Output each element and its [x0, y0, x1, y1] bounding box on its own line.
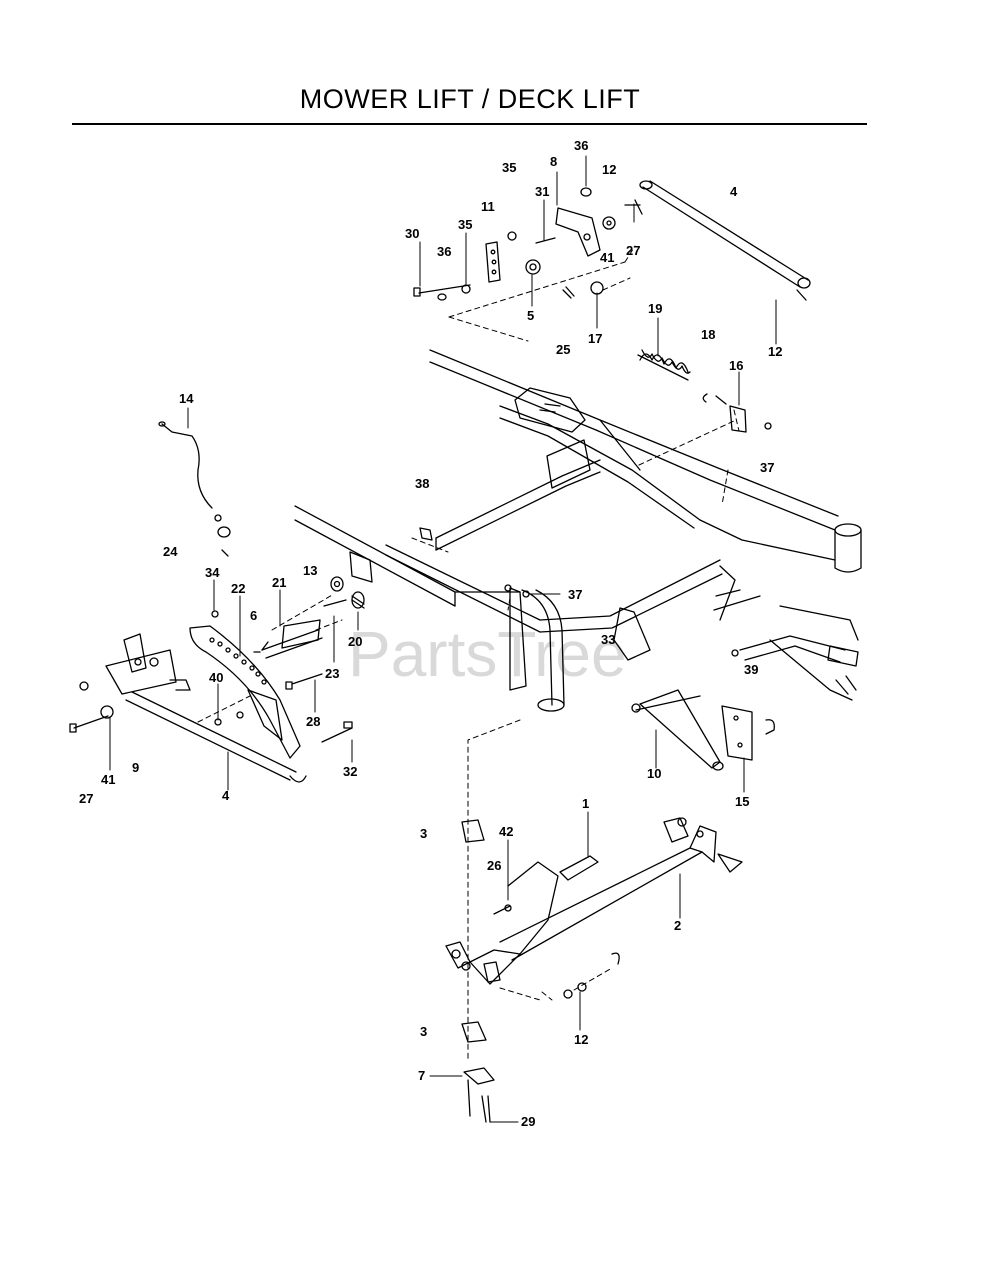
- callout-41-left: 41: [101, 772, 115, 787]
- callout-18: 18: [701, 327, 715, 342]
- watermark: PartsTree: [348, 618, 627, 690]
- callout-25: 25: [556, 342, 570, 357]
- callout-27-left: 27: [79, 791, 93, 806]
- callout-35-top: 35: [502, 160, 516, 175]
- lift-cable: [158, 421, 231, 557]
- callout-38: 38: [415, 476, 429, 491]
- callout-15: 15: [735, 794, 749, 809]
- callout-36-mid: 36: [437, 244, 451, 259]
- callout-3-upper: 3: [420, 826, 427, 841]
- diagram-title: MOWER LIFT / DECK LIFT: [299, 84, 641, 114]
- right-lift-arm: [731, 605, 859, 701]
- callout-11: 11: [481, 199, 495, 214]
- lower-lift-assembly: [445, 817, 743, 1123]
- callout-14: 14: [179, 391, 194, 406]
- callout-36-top: 36: [574, 138, 588, 153]
- callout-35-mid: 35: [458, 217, 472, 232]
- callout-13: 13: [303, 563, 317, 578]
- lift-shaft-lower: [69, 633, 307, 783]
- callout-37-right: 37: [760, 460, 774, 475]
- callout-19: 19: [648, 301, 662, 316]
- callout-16: 16: [729, 358, 743, 373]
- title-rule: [72, 123, 867, 125]
- callout-12-right: 12: [768, 344, 782, 359]
- spring: [637, 349, 727, 405]
- pivot-bracket: [555, 187, 643, 257]
- callout-20: 20: [348, 634, 362, 649]
- callout-28: 28: [306, 714, 320, 729]
- callout-26: 26: [487, 858, 501, 873]
- callout-30: 30: [405, 226, 419, 241]
- main-frame: [294, 349, 839, 661]
- callout-8: 8: [550, 154, 557, 169]
- callout-4-left: 4: [222, 788, 230, 803]
- callout-39: 39: [744, 662, 758, 677]
- callout-24: 24: [163, 544, 178, 559]
- lower-right-link: [631, 689, 775, 771]
- callout-17: 17: [588, 331, 602, 346]
- callout-9: 9: [132, 760, 139, 775]
- callout-41-top: 41: [600, 250, 614, 265]
- callout-2: 2: [674, 918, 681, 933]
- callout-6: 6: [250, 608, 257, 623]
- callout-12-top: 12: [602, 162, 616, 177]
- callout-31: 31: [535, 184, 549, 199]
- callout-22: 22: [231, 581, 245, 596]
- pedal-linkage: [253, 576, 365, 659]
- callout-32: 32: [343, 764, 357, 779]
- callout-33: 33: [601, 632, 615, 647]
- callout-21: 21: [272, 575, 286, 590]
- callout-34: 34: [205, 565, 220, 580]
- callout-23: 23: [325, 666, 339, 681]
- callout-3-lower: 3: [420, 1024, 427, 1039]
- callout-4-top: 4: [730, 184, 738, 199]
- pivot-post: [504, 523, 862, 712]
- callout-1: 1: [582, 796, 589, 811]
- link-plate: [413, 231, 604, 301]
- spring-bracket: [729, 405, 747, 433]
- callout-12-bottom: 12: [574, 1032, 588, 1047]
- callout-29: 29: [521, 1114, 535, 1129]
- lift-shaft-upper: [639, 180, 811, 301]
- callout-10: 10: [647, 766, 661, 781]
- callout-27-top: 27: [626, 243, 640, 258]
- callout-37-mid: 37: [568, 587, 582, 602]
- callout-7: 7: [418, 1068, 425, 1083]
- callout-42: 42: [499, 824, 513, 839]
- callout-5: 5: [527, 308, 534, 323]
- callout-40: 40: [209, 670, 223, 685]
